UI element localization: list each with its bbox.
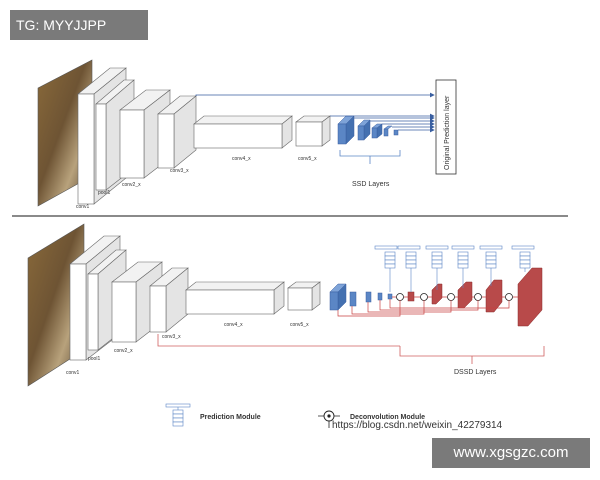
ssd-conv3-block [157,95,197,169]
dssd-blue-layers [329,283,393,311]
ssd-layers-bracket [339,150,401,164]
ssd-layers-label: SSD Layers [352,181,390,188]
ssd-label-conv3: conv3_x [170,168,189,174]
ssd-arrows [195,92,435,133]
dssd-conv3-block [149,267,189,333]
legend-deconv-label: Deconvolution Module [350,414,425,421]
prediction-module-4 [451,245,475,288]
dssd-layers-bracket [399,346,545,364]
dssd-label-conv5: conv5_x [290,322,309,328]
legend: Prediction Module Deconvolution Module [165,403,425,428]
dssd-label-conv3: conv3_x [162,334,181,340]
top-tag: TG: MYYJJPP [10,10,148,40]
ssd-extra-layers [337,115,399,145]
dssd-conv5-block [287,281,321,311]
ssd-label-conv2: conv2_x [122,182,141,188]
dssd-bottom-line [157,334,400,347]
dssd-network: DSSD Layers conv1 pool1 conv2_x conv3_x … [27,223,545,387]
deconv-module-3 [447,293,455,301]
prediction-module-1 [374,245,398,292]
dssd-label-conv2: conv2_x [114,348,133,354]
ssd-network: Original Prediction layer SSD Layers con… [37,59,457,210]
ssd-conv4-block [193,115,293,149]
watermark-text: https://blog.csdn.net/weixin_42279314 [332,420,503,431]
ssd-label-conv1: conv1 [76,204,90,210]
legend-prediction-module-icon [165,403,191,427]
dssd-label-conv1: conv1 [66,370,80,376]
deconv-module-2 [420,293,428,301]
deconv-module-4 [474,293,482,301]
deconv-modules [396,293,513,301]
prediction-module-6 [511,245,535,272]
dssd-red-layers [407,267,543,327]
site-tag: www.xgsgzc.com [432,438,590,468]
legend-prediction-module-label: Prediction Module [200,414,261,421]
dssd-label-conv4: conv4_x [224,322,243,328]
dssd-label-pool1: pool1 [88,356,100,362]
prediction-module-5 [479,245,503,286]
deconv-module-5 [505,293,513,301]
original-prediction-layer-label: Original Prediction layer [444,95,451,170]
ssd-label-conv4: conv4_x [232,156,251,162]
prediction-module-3 [425,245,449,290]
skip-connections [337,296,518,317]
ssd-conv5-block [295,115,331,147]
deconv-module-1 [396,293,404,301]
ssd-label-conv5: conv5_x [298,156,317,162]
original-prediction-layer-box [435,79,457,175]
prediction-module-2 [397,245,421,292]
dssd-conv4-block [185,281,285,315]
legend-deconv-icon [318,410,340,428]
prediction-modules [374,245,535,292]
ssd-label-pool1: pool1 [98,190,110,196]
dssd-layers-label: DSSD Layers [454,369,497,376]
